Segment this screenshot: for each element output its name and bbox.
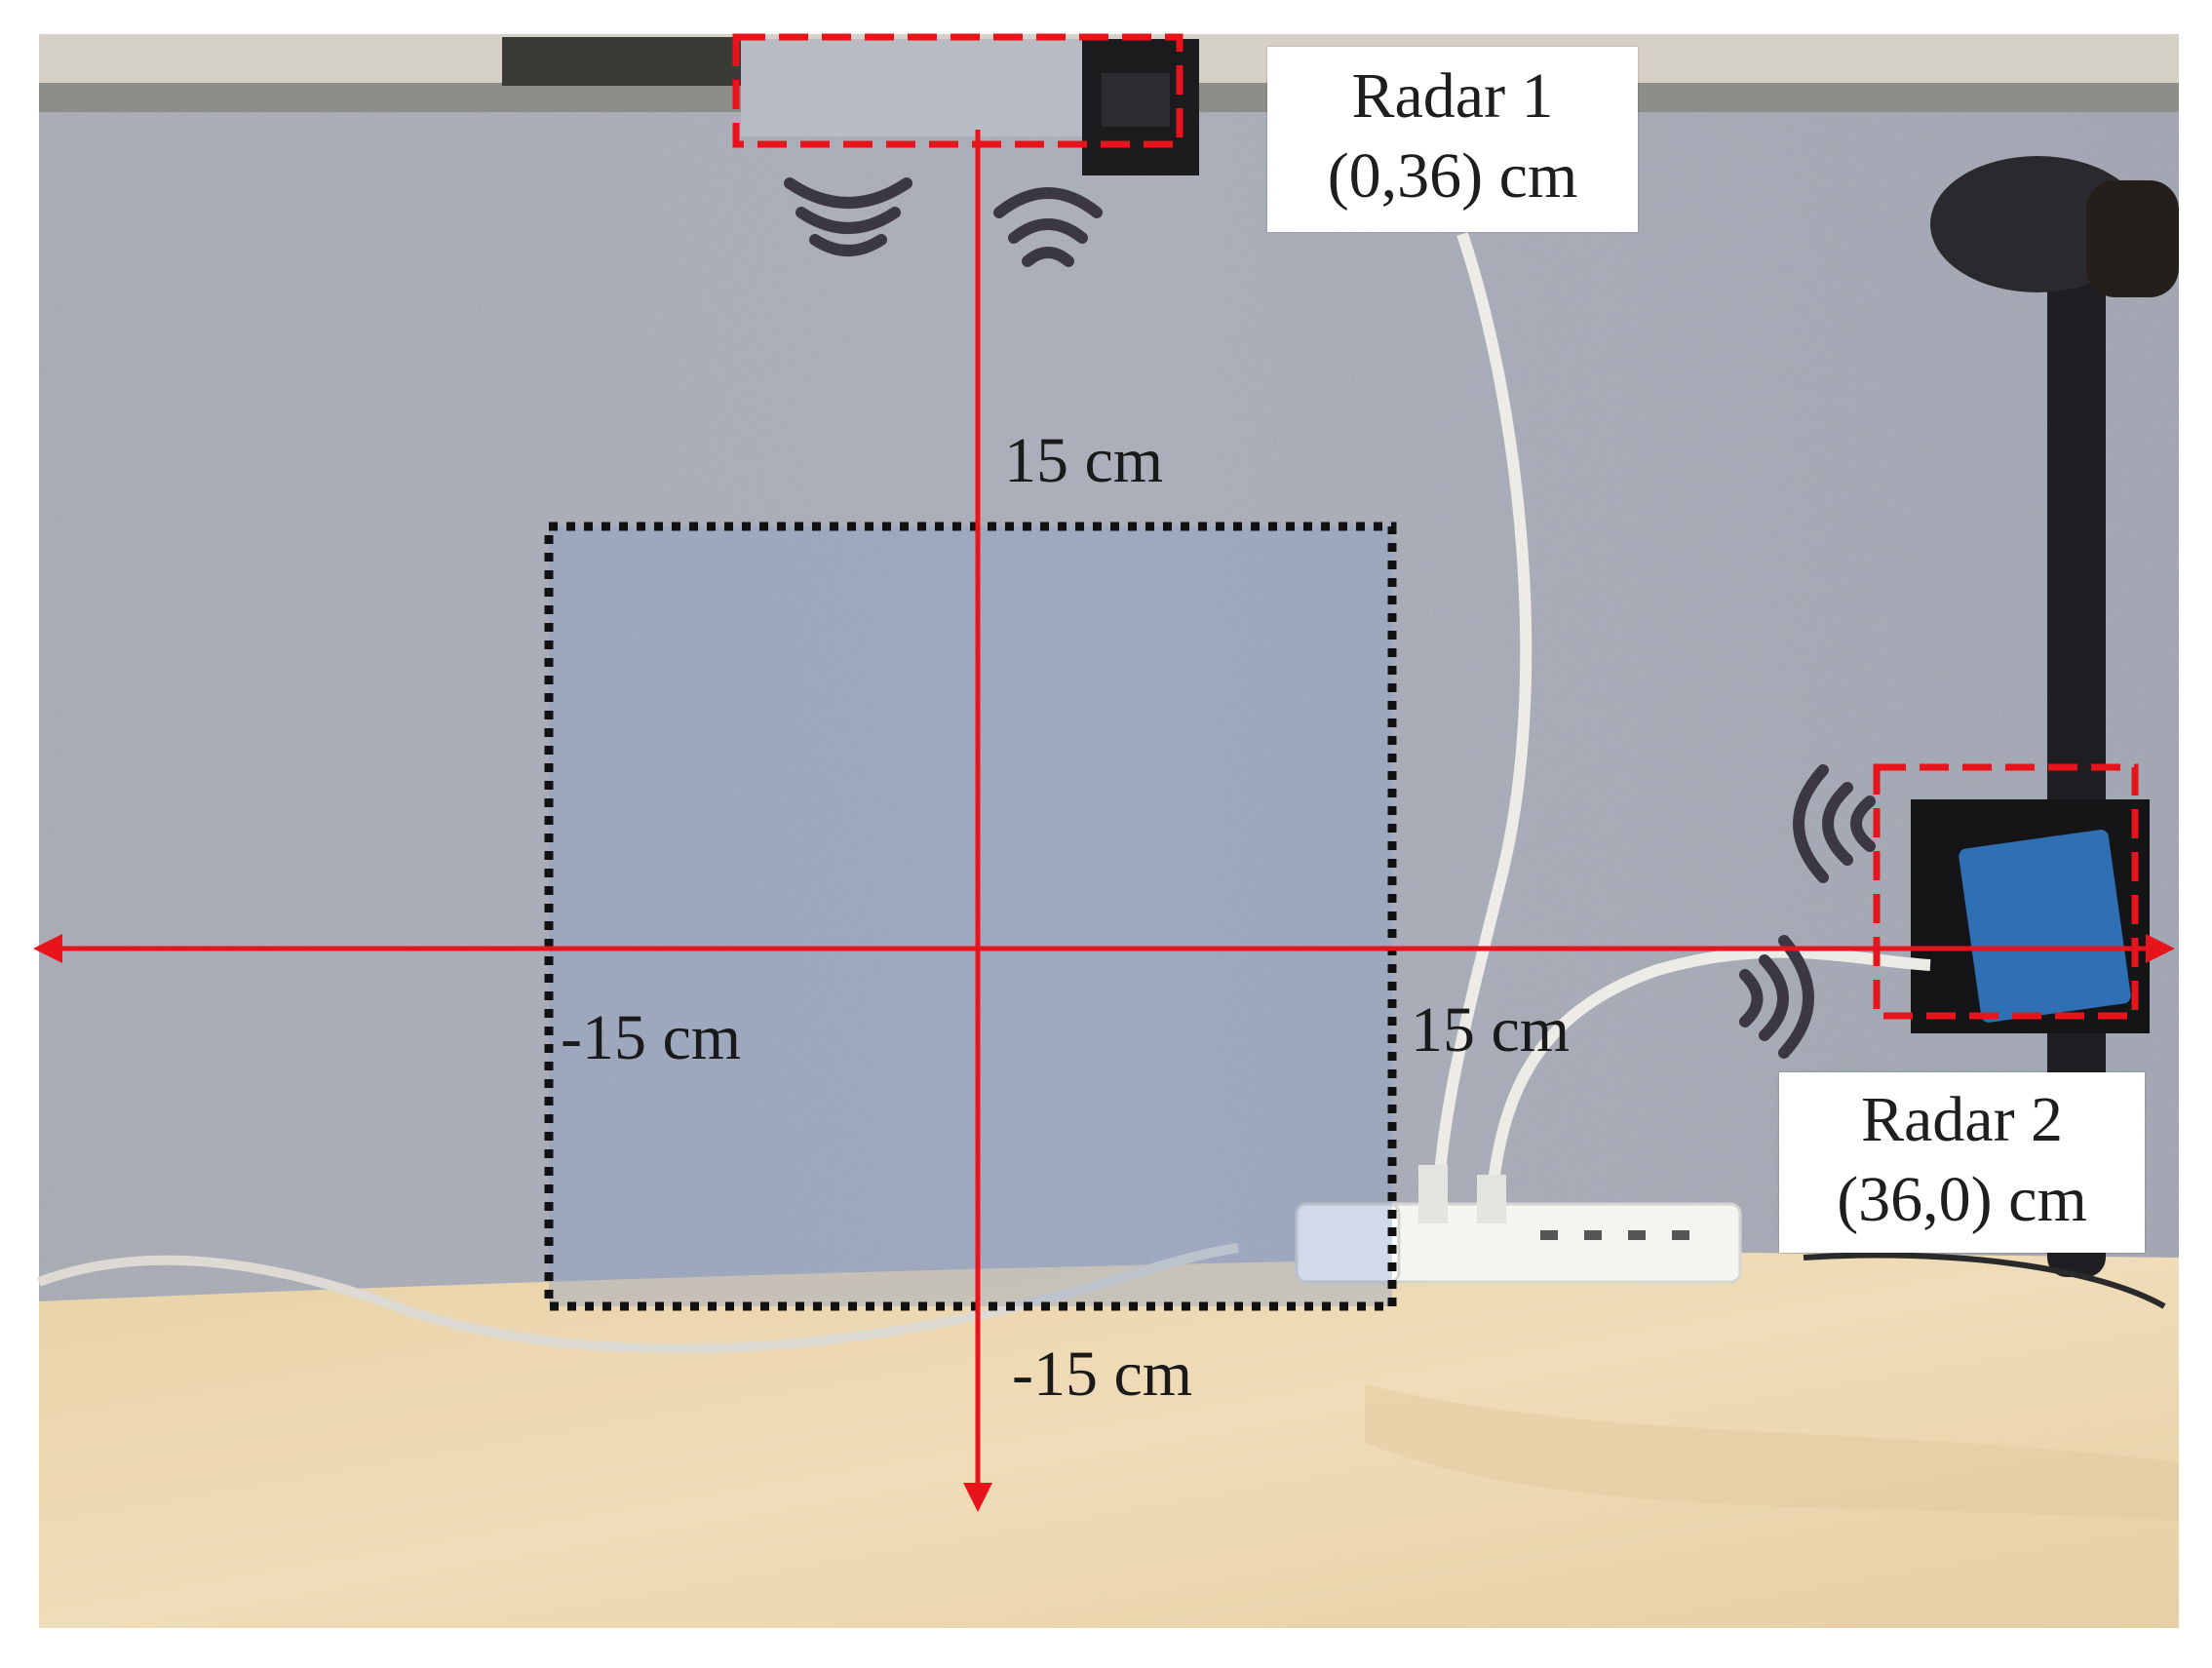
radar1-coords: (0,36) cm: [1327, 140, 1578, 212]
radar1-mount-detail: [1102, 73, 1170, 127]
x-axis-left-label: -15 cm: [561, 1002, 742, 1073]
radar2-label: Radar 2 (36,0) cm: [1779, 1072, 2145, 1253]
cable-desk: [37, 1243, 1239, 1354]
radar2-wave-icon: [1739, 764, 1876, 1059]
radar1-label: Radar 1 (0,36) cm: [1267, 47, 1638, 232]
radar2-board: [1959, 830, 2131, 1023]
cable-radar2: [1486, 946, 1931, 1200]
detection-zone: [544, 522, 1397, 1311]
usb-plug-2: [1477, 1175, 1506, 1223]
usb-port: [1628, 1230, 1646, 1240]
background-books: [502, 37, 741, 86]
usb-port: [1540, 1230, 1558, 1240]
radar1-wave-icon: [784, 177, 1103, 267]
radar2-name: Radar 2: [1860, 1084, 2064, 1155]
y-axis-top-label: 15 cm: [1004, 425, 1164, 496]
y-axis-bottom-label: -15 cm: [1012, 1338, 1193, 1410]
cable-dark: [1803, 1252, 2166, 1309]
x-axis-right-label: 15 cm: [1411, 994, 1571, 1066]
radar2-highlight: [1873, 763, 2139, 1020]
usb-port: [1672, 1230, 1689, 1240]
clamp-joint: [2086, 180, 2179, 297]
power-strip-end: [1295, 1202, 1401, 1284]
usb-port: [1584, 1230, 1602, 1240]
radar1-name: Radar 1: [1351, 60, 1554, 132]
usb-plug-1: [1418, 1165, 1448, 1223]
desk-shade: [1365, 1384, 2179, 1521]
radar1-highlight: [732, 33, 1184, 148]
cable-radar1: [1432, 232, 1533, 1200]
radar2-coords: (36,0) cm: [1837, 1164, 2087, 1235]
